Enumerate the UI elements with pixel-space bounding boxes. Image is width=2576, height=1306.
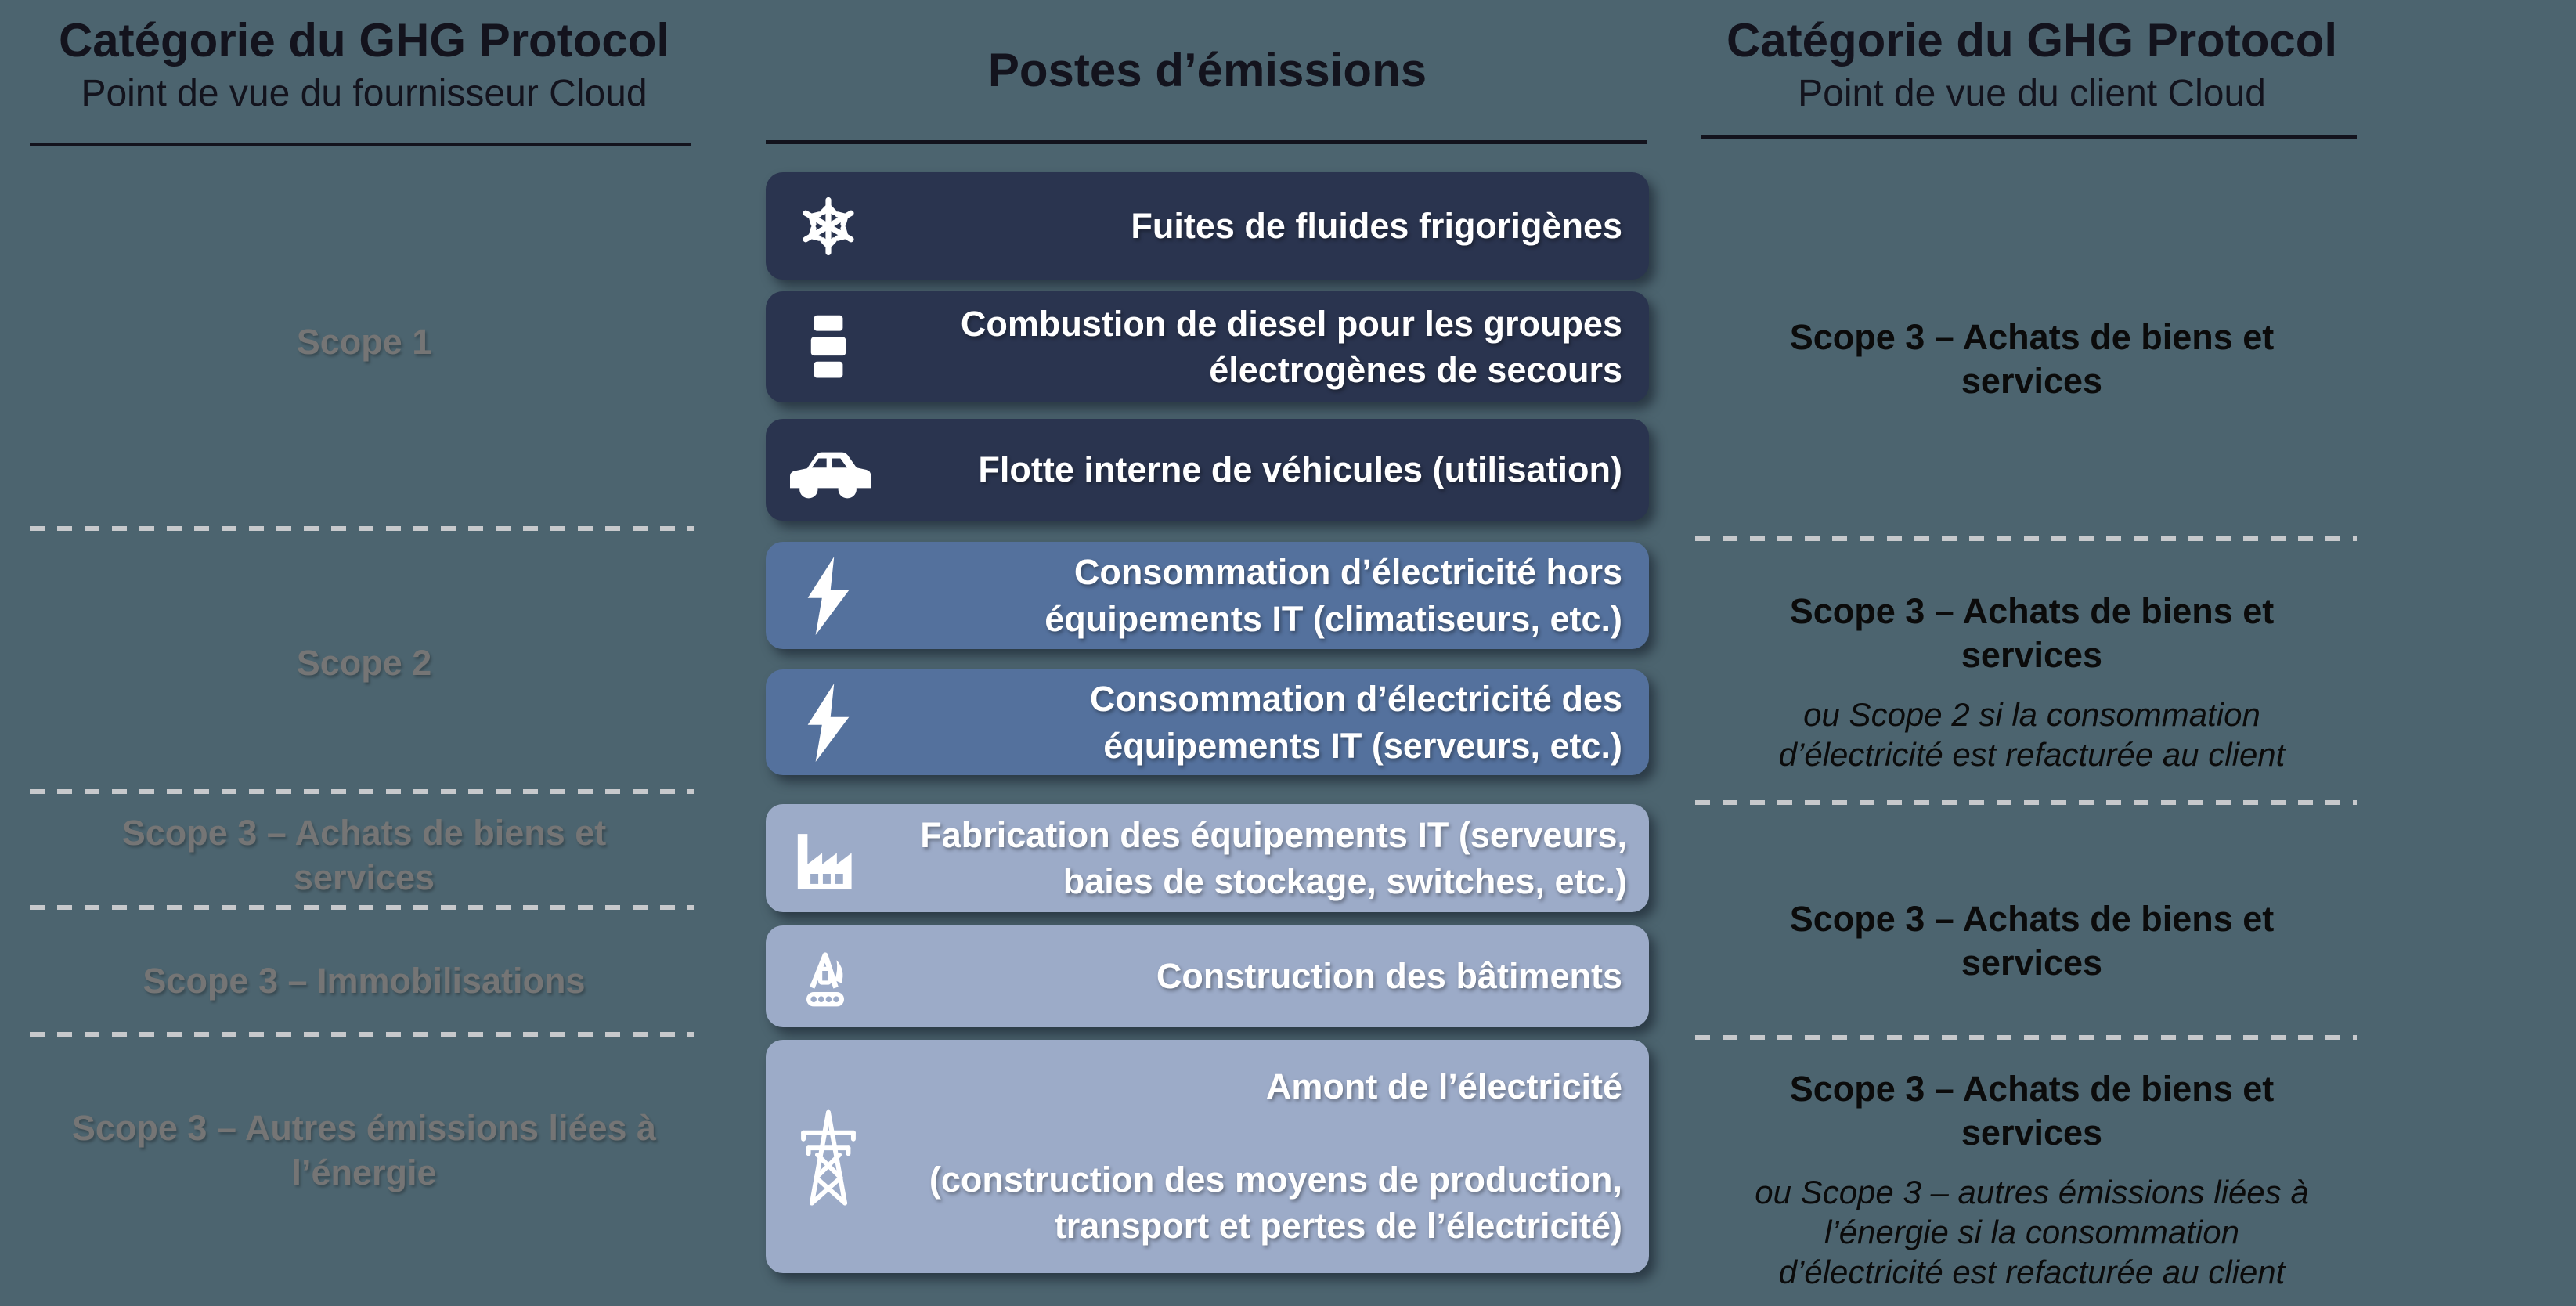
emission-box-upstream-electricity: Amont de l’électricité (construction des…: [766, 1040, 1649, 1273]
emission-box-building-construction: Construction des bâtiments: [766, 925, 1649, 1027]
client-scope-italic-note: ou Scope 3 – autres émissions liées à l’…: [1755, 1174, 2309, 1290]
provider-scope-3-energy-label: Scope 3 – Autres émissions liées à l’éne…: [71, 1108, 657, 1192]
client-scope-block-1: Scope 3 – Achats de biens et services: [1691, 301, 2372, 417]
excavator-icon: [766, 939, 891, 1014]
header-client: Catégorie du GHG Protocol Point de vue d…: [1691, 11, 2372, 117]
emission-box-vehicle-fleet: Flotte interne de véhicules (utilisation…: [766, 419, 1649, 521]
header-provider-underline: [30, 143, 691, 146]
emission-box-text: Consommation d’électricité des équipemen…: [1089, 679, 1622, 766]
client-scope-block-3: Scope 3 – Achats de biens et services: [1691, 883, 2372, 999]
emission-box-electricity-non-it: Consommation d’électricité hors équipeme…: [766, 542, 1649, 649]
provider-divider-3: [30, 905, 694, 910]
client-scope-bold: Scope 3 – Achats de biens et services: [1789, 317, 2275, 401]
client-scope-bold: Scope 3 – Achats de biens et services: [1789, 899, 2275, 983]
client-divider-1: [1695, 536, 2357, 541]
provider-scope-2-label: Scope 2: [296, 643, 432, 683]
header-client-underline: [1701, 135, 2357, 139]
emission-box-text: Consommation d’électricité hors équipeme…: [1044, 552, 1622, 639]
emission-box-text: Amont de l’électricité (construction des…: [929, 1066, 1622, 1246]
client-divider-3: [1695, 1035, 2357, 1040]
provider-divider-4: [30, 1032, 694, 1037]
pylon-icon: [766, 1105, 891, 1208]
client-scope-block-2: Scope 3 – Achats de biens et services ou…: [1691, 575, 2372, 788]
client-divider-2: [1695, 800, 2357, 805]
header-emissions-title: Postes d’émissions: [987, 44, 1427, 96]
emission-box-refrigerant-leaks: Fuites de fluides frigorigènes: [766, 172, 1649, 280]
emission-box-it-equipment-manufacturing: Fabrication des équipements IT (serveurs…: [766, 804, 1649, 912]
header-provider-title: Catégorie du GHG Protocol: [58, 14, 670, 67]
provider-divider-2: [30, 789, 694, 794]
client-scope-block-4: Scope 3 – Achats de biens et services ou…: [1691, 1053, 2372, 1306]
provider-scope-3-purchases-label: Scope 3 – Achats de biens et services: [121, 813, 607, 897]
oil-drum-icon: [766, 311, 891, 383]
header-client-title: Catégorie du GHG Protocol: [1726, 14, 2338, 67]
lightning-icon: [766, 556, 891, 635]
emission-box-text: Fuites de fluides frigorigènes: [1131, 205, 1622, 246]
header-emissions-underline: [766, 140, 1647, 144]
header-emissions: Postes d’émissions: [766, 41, 1649, 100]
header-client-subtitle: Point de vue du client Cloud: [1798, 73, 2266, 114]
emission-box-diesel-generators: Combustion de diesel pour les groupes él…: [766, 291, 1649, 402]
car-icon: [766, 438, 891, 501]
provider-divider-1: [30, 526, 694, 531]
header-provider: Catégorie du GHG Protocol Point de vue d…: [23, 11, 705, 117]
header-provider-subtitle: Point de vue du fournisseur Cloud: [81, 73, 648, 114]
emission-box-text: Fabrication des équipements IT (serveurs…: [920, 814, 1627, 901]
lightning-icon: [766, 683, 891, 762]
client-scope-italic-note: ou Scope 2 si la consommation d’électric…: [1778, 696, 2286, 773]
factory-icon: [766, 819, 883, 897]
emission-box-electricity-it: Consommation d’électricité des équipemen…: [766, 669, 1649, 775]
provider-scope-3-assets-label: Scope 3 – Immobilisations: [143, 961, 586, 1001]
client-scope-bold: Scope 3 – Achats de biens et services: [1789, 591, 2275, 675]
emission-box-text: Flotte interne de véhicules (utilisation…: [978, 449, 1622, 490]
client-scope-bold: Scope 3 – Achats de biens et services: [1789, 1069, 2275, 1153]
ghg-cloud-diagram: Catégorie du GHG Protocol Point de vue d…: [23, 11, 2372, 1290]
provider-scope-1-label: Scope 1: [296, 322, 432, 362]
emission-box-text: Combustion de diesel pour les groupes él…: [960, 303, 1622, 390]
emission-box-text: Construction des bâtiments: [1156, 956, 1622, 997]
snowflake-icon: [766, 194, 891, 258]
